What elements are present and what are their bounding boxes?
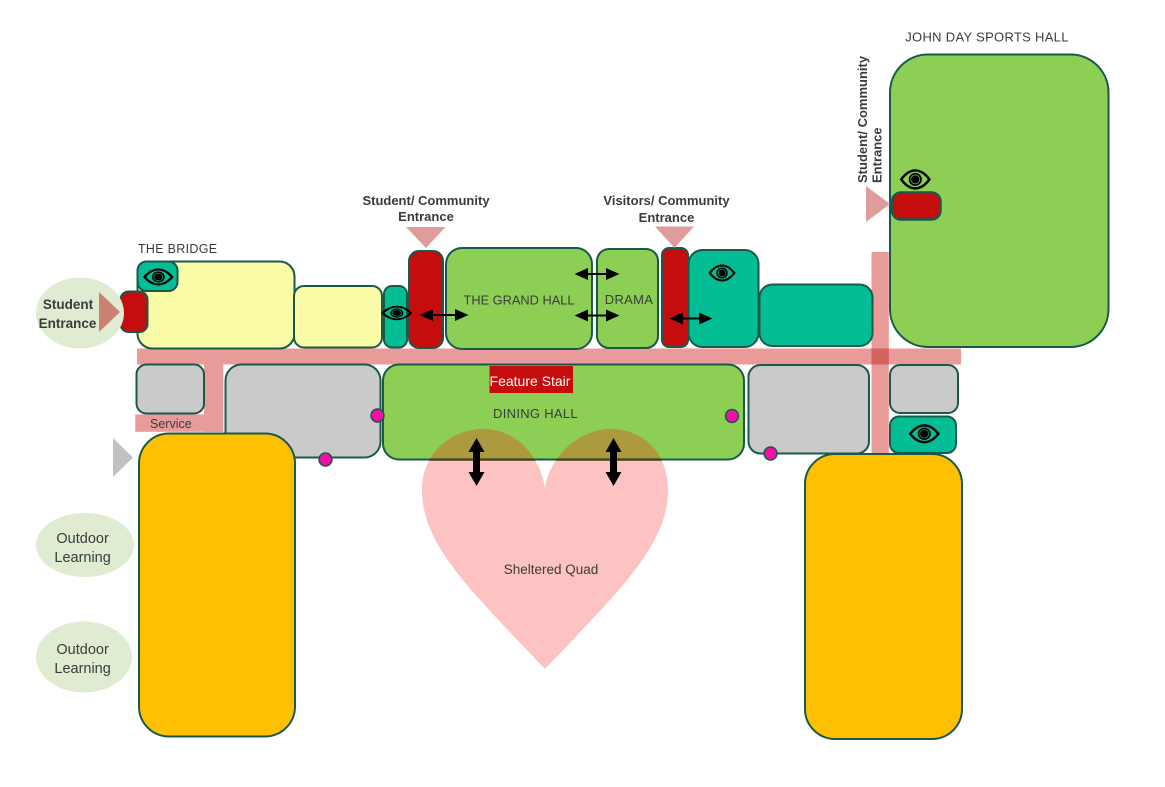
svg-text:Learning: Learning [54,550,110,566]
svg-text:Feature Stair: Feature Stair [490,373,571,389]
svg-text:Student/ Community: Student/ Community [855,55,870,183]
svg-text:Student/ Community: Student/ Community [362,193,490,208]
svg-text:JOHN DAY SPORTS HALL: JOHN DAY SPORTS HALL [905,30,1069,45]
svg-text:THE GRAND HALL: THE GRAND HALL [464,293,575,308]
svg-text:Service: Service [150,417,192,431]
svg-text:Learning: Learning [54,661,110,677]
svg-text:Visitors/ Community: Visitors/ Community [603,193,730,208]
svg-text:Entrance: Entrance [398,209,454,224]
svg-text:Entrance: Entrance [870,127,885,183]
svg-text:Entrance: Entrance [639,210,695,225]
svg-text:Outdoor: Outdoor [56,531,109,547]
svg-text:DRAMA: DRAMA [605,292,653,307]
svg-text:Outdoor: Outdoor [56,642,109,658]
svg-text:Sheltered Quad: Sheltered Quad [504,562,599,577]
svg-text:Entrance: Entrance [39,316,97,331]
svg-text:THE BRIDGE: THE BRIDGE [138,242,217,256]
svg-text:DINING HALL: DINING HALL [493,406,578,421]
svg-text:Student: Student [43,297,94,312]
